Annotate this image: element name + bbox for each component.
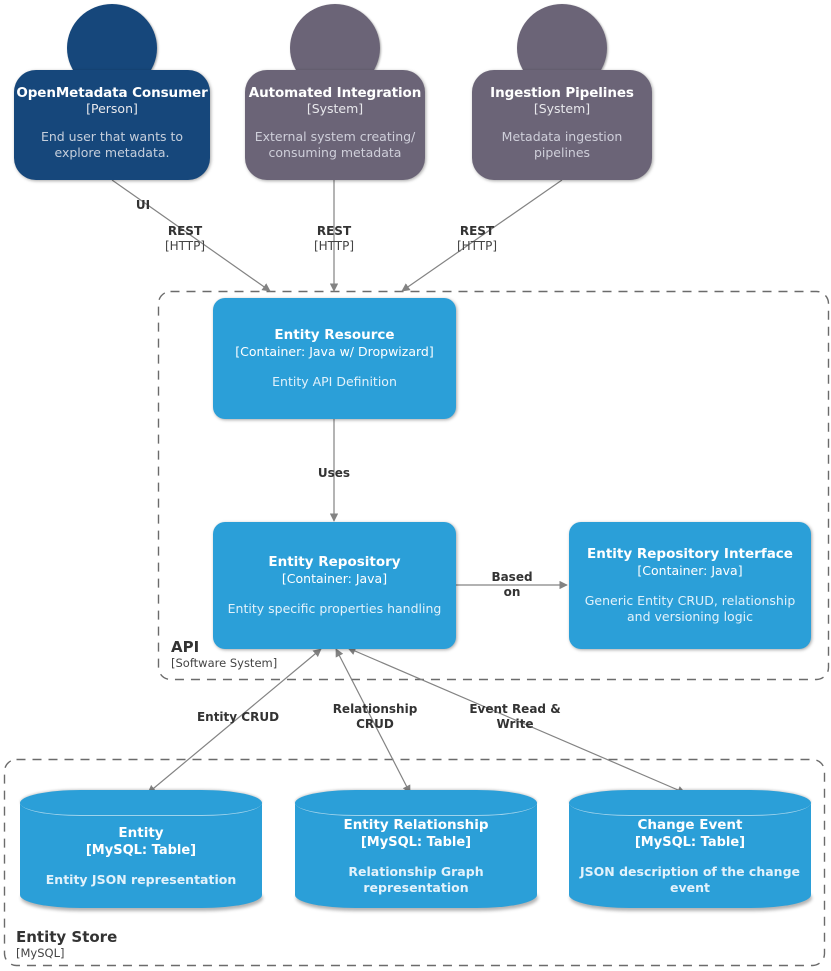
database-text: Change Event [MySQL: Table] JSON descrip… [569, 816, 811, 895]
edge-label-text: Based on [491, 570, 533, 599]
cylinder-arc [20, 790, 262, 816]
actor-body: OpenMetadata Consumer [Person] End user … [14, 70, 210, 180]
edge-label-tech: [HTTP] [164, 239, 206, 253]
actor-name: Automated Integration [248, 85, 422, 101]
database-tech: [MySQL: Table] [85, 842, 197, 858]
edge-label-pipelines-rest: REST [HTTP] [437, 224, 517, 254]
database-name: Entity [118, 824, 164, 841]
edge-label-text: REST [459, 224, 495, 238]
actor-description: Metadata ingestion pipelines [501, 129, 623, 160]
edge-label-uses: Uses [304, 466, 364, 481]
container-name: Entity Repository [268, 554, 401, 570]
edge-label-text: Event Read & Write [469, 702, 561, 731]
boundary-name: Entity Store [16, 928, 118, 946]
boundary-type: [Software System] [171, 656, 278, 670]
edge-label-text: Uses [317, 466, 351, 480]
container-name: Entity Resource [274, 327, 395, 343]
database-description: Entity JSON representation [45, 871, 237, 887]
edge-label-event-read-write: Event Read & Write [460, 702, 570, 732]
edge-label-ui: UI [115, 198, 171, 213]
edge-label-integration-rest: REST [HTTP] [294, 224, 374, 254]
edge-label-text: REST [316, 224, 352, 238]
container-entity-resource[interactable]: Entity Resource [Container: Java w/ Drop… [213, 298, 456, 419]
edge-label-based-on: Based on [481, 570, 543, 600]
container-entity-repository-interface[interactable]: Entity Repository Interface [Container: … [569, 522, 811, 649]
database-entity-relationship[interactable]: Entity Relationship [MySQL: Table] Relat… [295, 790, 537, 908]
edge-label-tech: [HTTP] [456, 239, 498, 253]
database-name: Change Event [637, 816, 743, 833]
edge-label-entity-crud: Entity CRUD [189, 710, 287, 725]
container-description: Entity API Definition [272, 374, 397, 389]
edge-label-consumer-rest: REST [HTTP] [145, 224, 225, 254]
actor-automated-integration[interactable]: Automated Integration [System] External … [245, 4, 425, 180]
edge-label-text: Relationship CRUD [332, 702, 418, 731]
actor-body: Ingestion Pipelines [System] Metadata in… [472, 70, 652, 180]
boundary-label-entity-store: Entity Store [MySQL] [16, 928, 117, 960]
boundary-type: [MySQL] [16, 946, 65, 960]
database-text: Entity [MySQL: Table] Entity JSON repres… [20, 818, 262, 894]
database-name: Entity Relationship [343, 816, 489, 833]
container-description: Entity specific properties handling [227, 601, 442, 616]
actor-ingestion-pipelines[interactable]: Ingestion Pipelines [System] Metadata in… [472, 4, 652, 180]
container-tech: [Container: Java w/ Dropwizard] [235, 344, 434, 359]
boundary-name: API [171, 638, 200, 656]
container-entity-repository[interactable]: Entity Repository [Container: Java] Enti… [213, 522, 456, 649]
actor-description: End user that wants to explore metadata. [40, 129, 184, 160]
database-description: JSON description of the change event [579, 863, 800, 895]
actor-body: Automated Integration [System] External … [245, 70, 425, 180]
database-tech: [MySQL: Table] [360, 834, 472, 850]
database-entity[interactable]: Entity [MySQL: Table] Entity JSON repres… [20, 790, 262, 908]
actor-type: [System] [306, 101, 364, 116]
boundary-label-api: API [Software System] [171, 638, 277, 670]
cylinder-body [295, 803, 537, 895]
database-change-event[interactable]: Change Event [MySQL: Table] JSON descrip… [569, 790, 811, 908]
database-tech: [MySQL: Table] [634, 834, 746, 850]
edge-label-relationship-crud: Relationship CRUD [327, 702, 423, 732]
actor-type: [Person] [86, 101, 138, 116]
database-text: Entity Relationship [MySQL: Table] Relat… [295, 816, 537, 895]
edge-label-text: REST [167, 224, 203, 238]
actor-description: External system creating/ consuming meta… [254, 129, 416, 160]
cylinder-body [20, 803, 262, 895]
actor-type: [System] [533, 101, 591, 116]
edge-label-text: UI [135, 198, 151, 212]
container-tech: [Container: Java] [281, 571, 388, 586]
actor-name: OpenMetadata Consumer [16, 85, 208, 101]
container-name: Entity Repository Interface [587, 546, 793, 562]
container-tech: [Container: Java] [637, 563, 743, 578]
cylinder-body [569, 803, 811, 895]
edge-label-tech: [HTTP] [313, 239, 355, 253]
container-description: Generic Entity CRUD, relationship and ve… [584, 593, 796, 624]
edge-label-text: Entity CRUD [196, 710, 280, 724]
cylinder-arc [295, 790, 537, 816]
database-description: Relationship Graph representation [348, 863, 484, 895]
cylinder-arc [569, 790, 811, 816]
actor-openmetadata-consumer[interactable]: OpenMetadata Consumer [Person] End user … [14, 4, 210, 180]
actor-name: Ingestion Pipelines [490, 85, 634, 101]
